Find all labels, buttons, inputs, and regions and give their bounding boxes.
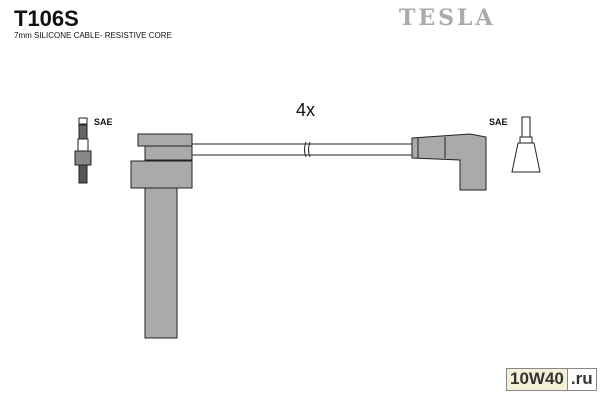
coil-boot [130, 133, 193, 339]
quantity-label: 4x [296, 100, 316, 120]
product-description: 7mm SILICONE CABLE- RESISTIVE CORE [14, 31, 172, 40]
right-terminal-icon [511, 116, 541, 173]
product-code: T106S [14, 6, 79, 31]
left-spark-plug-icon [74, 117, 92, 184]
brand-logo: TESLA [399, 5, 496, 31]
watermark: 10W40 .ru [506, 368, 597, 391]
watermark-suffix: .ru [566, 369, 596, 390]
spark-plug-boot [411, 133, 487, 191]
left-terminal-label: SAE [94, 117, 113, 127]
watermark-main: 10W40 [507, 369, 567, 390]
cable [192, 141, 412, 158]
right-terminal-label: SAE [489, 117, 508, 127]
